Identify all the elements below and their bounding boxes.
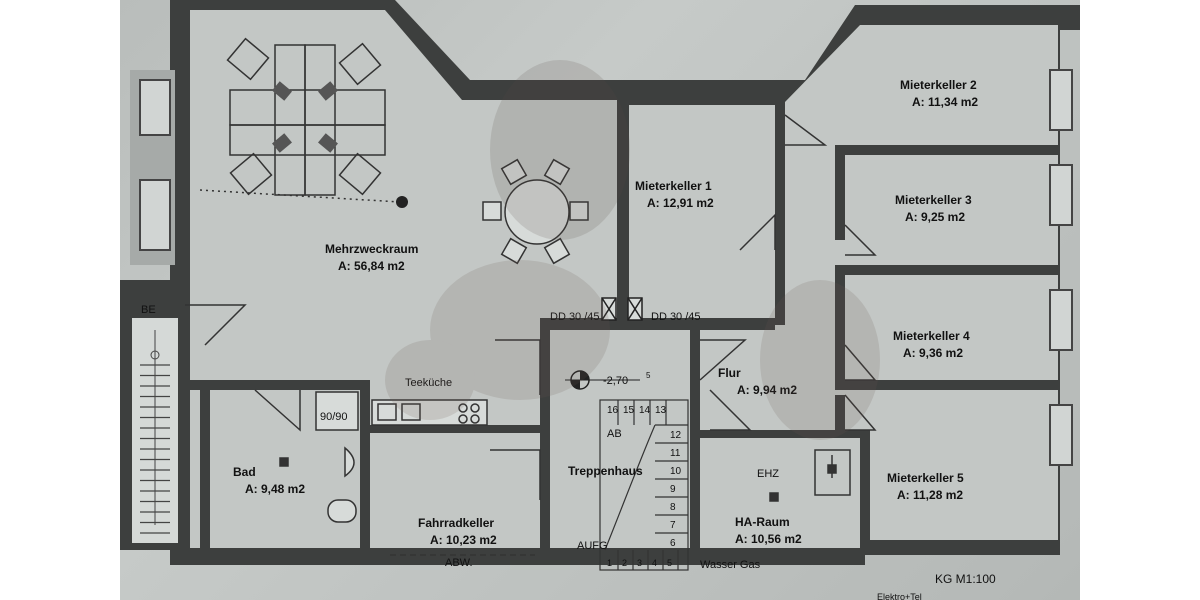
room-area-ha-raum: A: 10,56 m2 [735,532,802,546]
stair-number: 7 [670,520,676,531]
room-area-bad: A: 9,48 m2 [245,482,305,496]
room-name-mieterkeller3: Mieterkeller 3 [895,193,972,207]
fire-door-markers [601,297,643,321]
ladder-start-circle [150,350,160,360]
stair-number: 16 [607,405,619,416]
stair-number: 8 [670,502,676,513]
room-area-mieterkeller4: A: 9,36 m2 [903,346,963,360]
door-rating-right: DD 30 /45 [651,311,701,323]
stair-outline [599,399,689,571]
elektro-label: Elektro+Tel [877,592,922,600]
door-rating-left: DD 30 /45 [550,311,600,323]
room-labels: Mehrzweckraum A: 56,84 m2 Mieterkeller 1… [141,78,996,600]
room-area-fahrradkeller: A: 10,23 m2 [430,533,497,547]
ab-label: AB [607,428,622,440]
stair-number: 10 [670,466,682,477]
right-windows [1049,69,1073,466]
room-area-mieterkeller3: A: 9,25 m2 [905,210,965,224]
ha-raum-fixture [769,449,851,502]
room-name-mehrzweckraum: Mehrzweckraum [325,242,418,256]
level-value: -2,70 [603,375,628,387]
room-area-mehrzweckraum: A: 56,84 m2 [338,259,405,273]
photo-reflection [385,60,880,440]
stair-number: 1 [607,558,612,568]
stair-number: 2 [622,558,627,568]
ehz-label: EHZ [757,468,779,480]
room-name-mieterkeller4: Mieterkeller 4 [893,329,970,343]
level-value-sup: 5 [646,371,651,380]
scale-label: KG M1:100 [935,572,996,586]
stair-number: 4 [652,558,657,568]
stair-number: 11 [670,448,681,459]
level-marker [565,370,640,390]
abw-label: ABW. [445,557,473,569]
room-area-mieterkeller5: A: 11,28 m2 [897,488,963,502]
room-name-mieterkeller1: Mieterkeller 1 [635,179,712,193]
room-name-treppenhaus: Treppenhaus [568,464,643,478]
bathroom-fixtures [279,391,359,523]
stair-number: 13 [655,405,667,416]
room-name-fahrradkeller: Fahrradkeller [418,516,494,530]
round-table [482,158,589,265]
teekueche-label: Teeküche [405,377,452,389]
wasser-gas-label: Wasser Gas [700,559,761,571]
room-name-ha-raum: HA-Raum [735,515,790,529]
stair-number: 9 [670,484,676,495]
stair-curve [604,424,656,551]
aufg-label: AUFG [577,540,608,552]
door-swings [185,114,877,500]
room-name-mieterkeller2: Mieterkeller 2 [900,78,977,92]
be-label: BE [141,304,156,316]
shower-size-label: 90/90 [320,411,348,423]
stair-number: 5 [667,558,672,568]
stair-number: 3 [637,558,642,568]
kitchenette-counter [371,399,488,426]
left-stair-ladder [140,330,170,534]
room-area-flur: A: 9,94 m2 [737,383,797,397]
office-desk-cluster [199,37,401,203]
stair-number: 14 [639,405,651,416]
room-name-flur: Flur [718,366,741,380]
room-area-mieterkeller1: A: 12,91 m2 [647,196,714,210]
stair-number: 12 [670,430,682,441]
room-area-mieterkeller2: A: 11,34 m2 [912,95,978,109]
stair-number: 15 [623,405,635,416]
interior-walls [190,100,1060,560]
room-name-bad: Bad [233,465,256,479]
room-name-mieterkeller5: Mieterkeller 5 [887,471,964,485]
stair-number: 6 [670,538,676,549]
column-dot [396,196,408,208]
